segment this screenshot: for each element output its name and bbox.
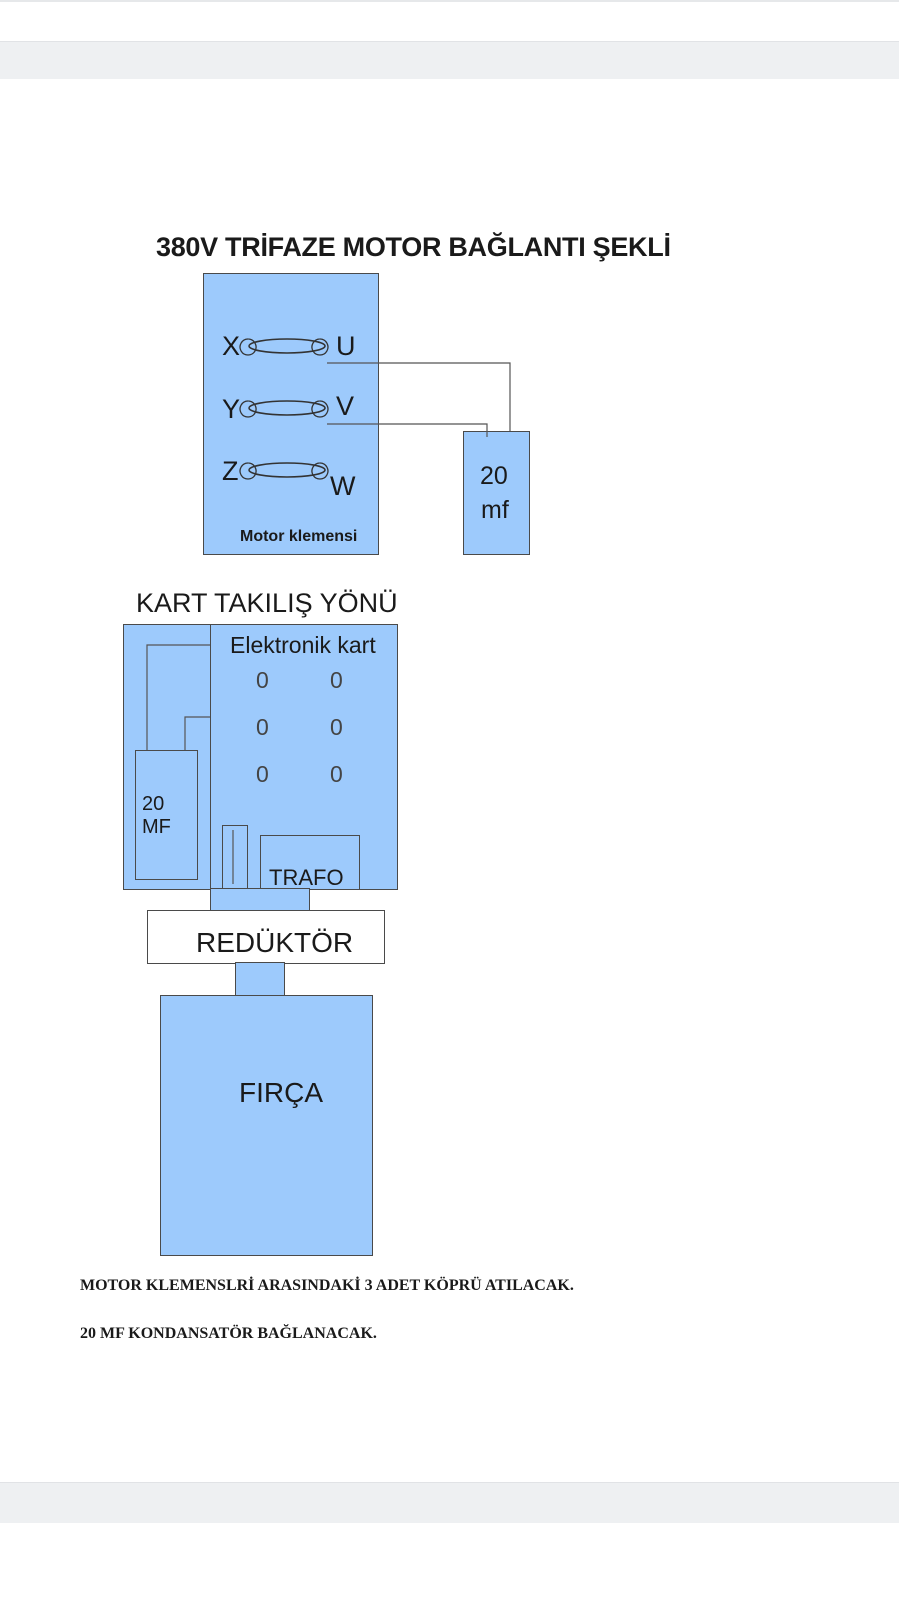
card-hole: 0: [256, 714, 269, 740]
transformer-box: [260, 835, 360, 890]
capacitor-top-value: 20: [480, 462, 508, 490]
card-hole: 0: [330, 761, 343, 787]
card-connector: [210, 888, 310, 912]
brush-label: FIRÇA: [239, 1077, 323, 1108]
card-capacitor-box: [135, 750, 198, 880]
card-hole: 0: [330, 714, 343, 740]
wire-v-to-capacitor: [327, 423, 488, 437]
page-title: 380V TRİFAZE MOTOR BAĞLANTI ŞEKLİ: [156, 232, 671, 262]
terminal-label-w: W: [330, 471, 356, 501]
top-edge-line: [0, 0, 899, 2]
note-capacitor: 20 MF KONDANSATÖR BAĞLANACAK.: [80, 1325, 377, 1342]
card-capacitor-unit: MF: [142, 816, 171, 838]
page-separator-top: [0, 41, 899, 79]
card-wire-2: [184, 716, 210, 750]
card-hole: 0: [256, 761, 269, 787]
terminal-label-u: U: [336, 331, 356, 361]
card-small-component: [222, 825, 248, 889]
brush-box: [160, 995, 373, 1256]
page-separator-bottom: [0, 1482, 899, 1523]
card-hole: 0: [256, 667, 269, 693]
terminal-screw-w: [311, 462, 329, 480]
motor-terminal-box: [203, 273, 379, 555]
capacitor-top-unit: mf: [481, 496, 509, 524]
terminal-screw-z: [239, 462, 257, 480]
terminal-bridge-yv: [248, 400, 326, 416]
shaft-connector: [235, 962, 285, 997]
terminal-bridge-zw: [248, 462, 326, 478]
terminal-screw-y: [239, 400, 257, 418]
reducer-label: REDÜKTÖR: [196, 927, 354, 958]
terminal-label-x: X: [222, 331, 241, 361]
card-hole: 0: [330, 667, 343, 693]
note-remove-bridges: MOTOR KLEMENSLRİ ARASINDAKİ 3 ADET KÖPRÜ…: [80, 1277, 574, 1294]
terminal-screw-x: [239, 338, 257, 356]
reducer-box: [147, 910, 385, 964]
card-wire-1: [146, 644, 210, 750]
terminal-label-z: Z: [222, 456, 239, 486]
card-capacitor-value: 20: [142, 793, 165, 815]
terminal-bridge-xu: [248, 338, 326, 354]
terminal-screw-u: [311, 338, 329, 356]
motor-terminal-caption: Motor klemensi: [240, 528, 358, 545]
terminal-screw-v: [311, 400, 329, 418]
terminal-label-y: Y: [222, 394, 241, 424]
terminal-label-v: V: [336, 391, 355, 421]
wire-u-to-capacitor: [327, 362, 511, 431]
transformer-label: TRAFO: [269, 865, 344, 890]
electronic-card-label: Elektronik kart: [230, 632, 376, 658]
card-section-title: KART TAKILIŞ YÖNÜ: [136, 588, 398, 618]
capacitor-box-top: [463, 431, 530, 555]
